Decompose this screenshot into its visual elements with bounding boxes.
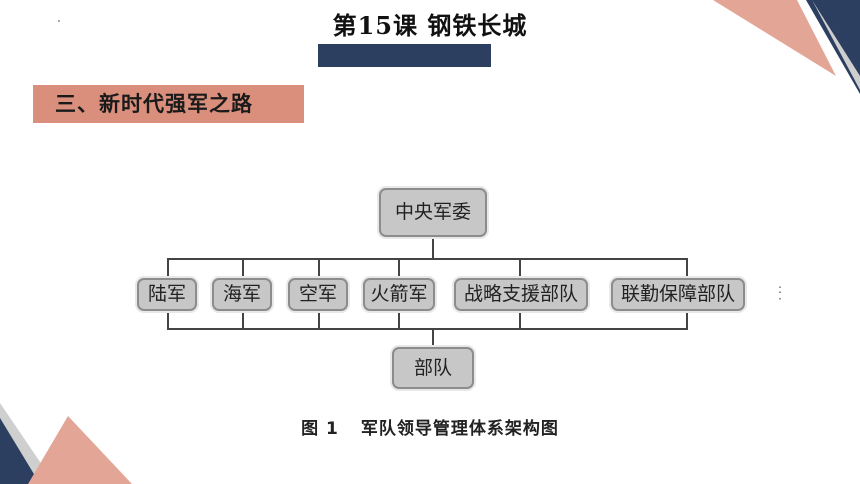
bottom-left-shapes	[0, 403, 132, 484]
node-air-force: 空军	[288, 278, 348, 311]
slide-title: 第15课 钢铁长城	[332, 11, 528, 40]
connector-root-down	[432, 237, 434, 259]
section-heading: 三、新时代强军之路	[33, 85, 304, 123]
top-right-shapes	[713, 0, 860, 94]
node-strategic-support-force: 战略支援部队	[454, 278, 588, 311]
figure-caption: 图 1 军队领导管理体系架构图	[0, 414, 860, 439]
node-central-military-commission: 中央军委	[379, 188, 487, 237]
connector-top-horizontal	[167, 258, 688, 260]
connector-to-bottom-node	[432, 329, 434, 347]
connector-bottom-horizontal	[167, 328, 688, 330]
node-troops: 部队	[392, 347, 474, 389]
caption-text: 军队领导管理体系架构图	[360, 419, 559, 439]
node-joint-logistic-support-force: 联勤保障部队	[611, 278, 745, 311]
node-navy: 海军	[212, 278, 272, 311]
node-army: 陆军	[137, 278, 197, 311]
title-underline-bar	[318, 44, 491, 67]
corner-dot	[58, 20, 60, 22]
caption-number: 图 1	[301, 419, 339, 439]
edge-artifact: :·	[778, 282, 783, 306]
node-rocket-force: 火箭军	[363, 278, 435, 311]
